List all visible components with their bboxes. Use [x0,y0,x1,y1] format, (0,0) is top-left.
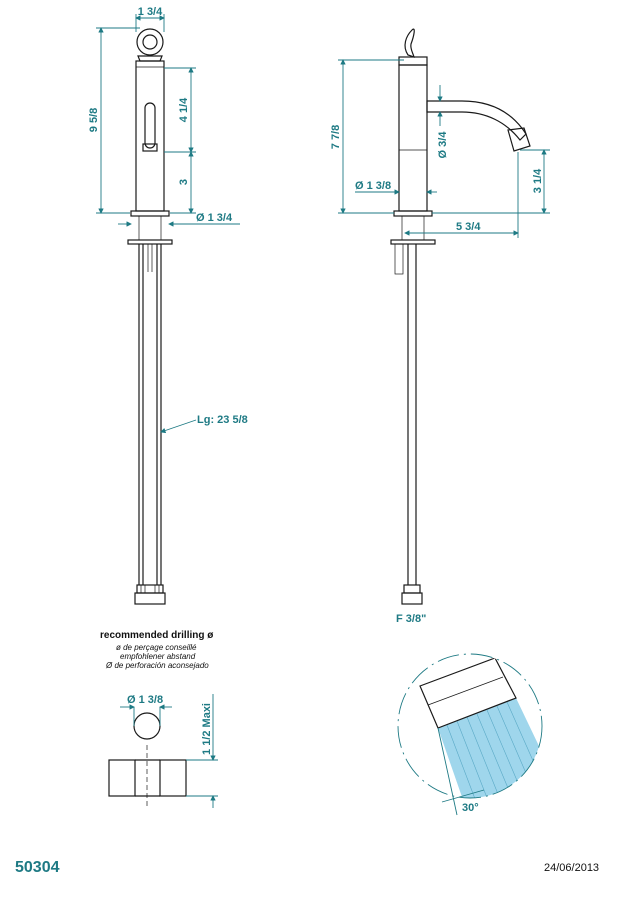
drilling-caption-es: Ø de perforación aconsejado [106,661,209,670]
dim-side-drop: 3 1/4 [532,168,544,193]
dim-front-lower: 3 [178,179,190,185]
drawing-date: 24/06/2013 [544,862,600,874]
angle-label: 30° [462,802,479,814]
connector-label: F 3/8" [396,613,426,625]
front-body [135,60,165,212]
side-spout [426,100,527,141]
dim-side-reach: 5 3/4 [456,221,481,233]
drilling-title: recommended drilling ø [100,630,214,641]
dim-front-height: 9 5/8 [88,108,100,132]
hose-length-label: Lg: 23 5/8 [197,414,248,426]
drilling-caption-fr: ø de perçage conseillé [116,643,197,652]
front-view: 1 3/4 9 5/8 4 1/4 3 Ø 1 3/4 Lg: 23 5/8 [88,6,248,605]
spout-detail: 30° [397,653,543,816]
product-code: 50304 [15,859,60,876]
dim-front-base: Ø 1 3/4 [196,212,233,224]
drilling-diagram: Ø 1 3/8 1 1/2 Maxi [108,694,218,808]
side-lever [404,28,415,58]
dim-side-body: Ø 1 3/8 [355,180,391,192]
side-body [398,64,428,212]
dim-front-width: 1 3/4 [138,6,163,18]
drilling-caption-de: empfohlener abstand [120,652,196,661]
drill-max-thickness: 1 1/2 Maxi [201,703,213,755]
side-view: F 3/8" 7 7/8 Ø 1 3/8 Ø 3/4 3 1/4 5 3/4 [330,28,550,625]
dim-side-spout: Ø 3/4 [437,131,449,159]
dim-front-upper: 4 1/4 [178,97,190,122]
drill-diameter: Ø 1 3/8 [127,694,163,706]
drill-hole-top [133,712,161,740]
handle-ring [136,28,164,56]
water-stream [438,698,542,798]
dim-side-height: 7 7/8 [330,125,342,149]
